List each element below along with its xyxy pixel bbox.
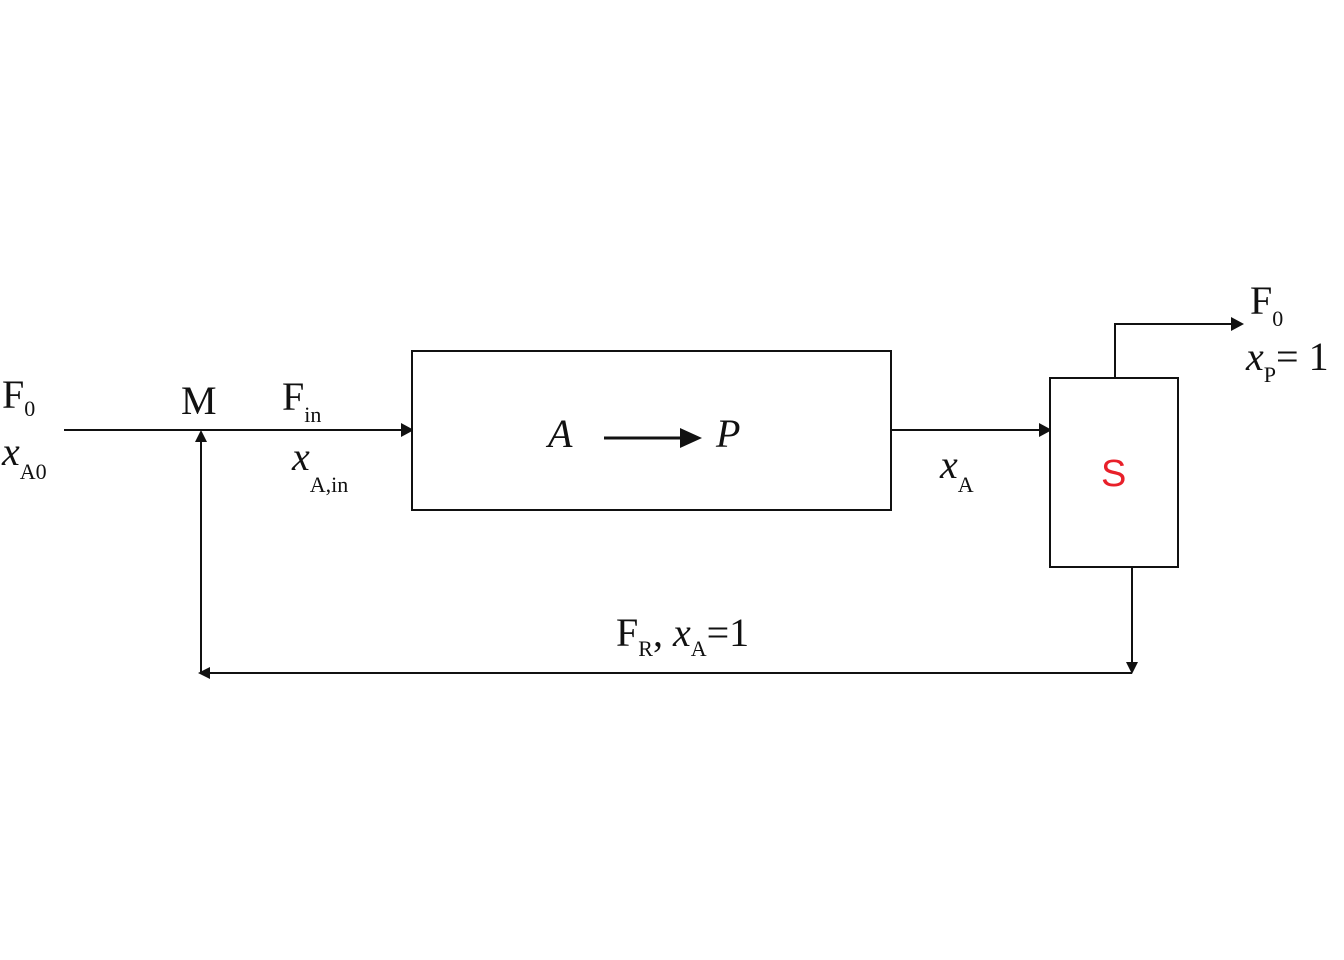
product-stream-line [1114, 323, 1232, 378]
recycle-stream-label: FR, xA=1 [616, 610, 749, 661]
separator-inlet-arrowhead [1039, 423, 1052, 437]
reactor-inlet-composition-label: xA,in [291, 434, 348, 497]
reactor-box [411, 350, 892, 511]
product-composition-label: xP= 1 [1245, 334, 1329, 387]
feed-composition-label: xA0 [1, 429, 47, 484]
reaction-arrowhead [680, 428, 702, 448]
mixer-recycle-arrowhead [195, 430, 207, 442]
product-outlet-arrowhead [1231, 317, 1244, 331]
product-species-label: P [715, 411, 740, 456]
feed-flow-label: F0 [2, 372, 35, 421]
reactor-inlet-flow-label: Fin [282, 374, 321, 427]
separator-box [1049, 377, 1179, 568]
separator-label: S [1101, 453, 1126, 495]
reactor-inlet-arrowhead [401, 423, 414, 437]
product-flow-label: F0 [1250, 278, 1283, 331]
reactant-label: A [545, 411, 573, 456]
recycle-down-arrowhead [1126, 662, 1138, 674]
recycle-left-arrowhead [198, 667, 210, 679]
reactor-outlet-composition-label: xA [939, 442, 974, 497]
mixer-label: M [181, 378, 217, 423]
